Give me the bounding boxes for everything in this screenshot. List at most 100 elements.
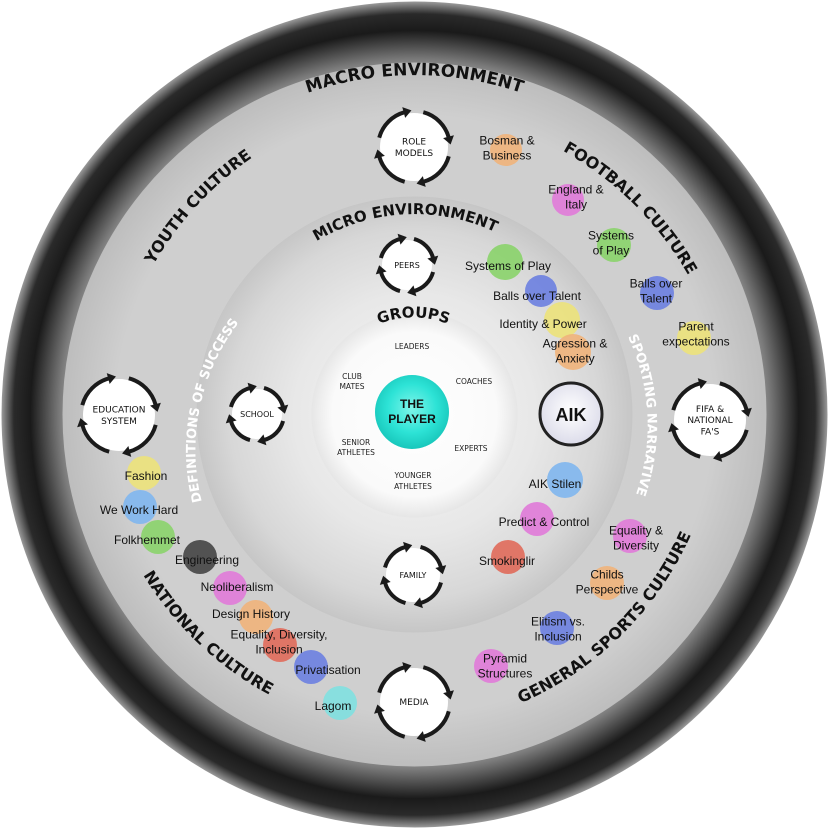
cycle-arrow-arc: [263, 420, 286, 443]
cycle-arrow-arc: [128, 376, 158, 406]
topic-bubble-label: Childs: [590, 568, 623, 582]
topic-bubble-circle: [613, 519, 647, 553]
cycle-arrow-arc: [377, 155, 406, 184]
cycle-arrow-arc: [422, 665, 451, 694]
aik-label: AIK: [556, 405, 587, 425]
cycle-arrow-arc: [378, 271, 401, 294]
role-models-label: ROLE: [402, 138, 426, 148]
cycle-arrow-arc: [419, 545, 443, 569]
topic-bubble-circle: [520, 502, 554, 536]
topic-bubble-label: Bosman &: [479, 134, 534, 148]
topic-bubble-label: Anxiety: [555, 352, 594, 366]
fifa-label: FIFA &: [696, 405, 724, 415]
topic-bubble-label: We Work Hard: [100, 503, 178, 517]
cycle-arrow-arc: [80, 376, 110, 406]
group-coaches-label: COACHES: [456, 377, 493, 386]
cycle-arrow-arc: [419, 581, 443, 605]
topic-bubble-circle: [141, 520, 175, 554]
cycle-arrow-head: [397, 233, 407, 245]
cycle-arrow-head: [402, 107, 412, 118]
cycle-arrow-arc: [383, 581, 407, 605]
aik-circle: [538, 381, 604, 447]
cycle-arrow-arc: [719, 381, 749, 411]
topic-bubble-label: Pyramid: [483, 652, 527, 666]
topic-bubble-label: Agression &: [543, 337, 608, 351]
topic-bubble-label: Inclusion: [255, 643, 302, 657]
fifa-label: NATIONAL: [687, 416, 732, 426]
cycle-arrow-head: [435, 565, 447, 575]
topic-bubble: Engineering: [175, 540, 239, 574]
topic-bubble-label: England &: [548, 183, 603, 197]
topic-bubble-circle: [294, 650, 328, 684]
topic-bubble-label: Balls over Talent: [493, 289, 581, 303]
cycle-arrow-arc: [422, 110, 451, 139]
topic-bubble-label: Structures: [478, 667, 533, 681]
topic-bubble-circle: [490, 134, 522, 166]
topic-bubble-label: Privatisation: [295, 663, 360, 677]
cycle-arrow-head: [374, 704, 385, 714]
cycle-arrow-head: [413, 597, 423, 609]
family-label: FAMILY: [400, 571, 427, 580]
topic-bubble-label: Parent: [678, 320, 714, 334]
topic-bubble-circle: [540, 611, 574, 645]
cycle-arrow-arc: [413, 271, 436, 294]
cycle-arrow-arc: [671, 429, 701, 459]
topic-bubble-label: Systems: [588, 229, 634, 243]
cycle-arrow-arc: [377, 665, 406, 694]
topic-bubble-circle: [555, 334, 591, 370]
topic-bubble-label: Perspective: [576, 583, 639, 597]
cycle-arrow-head: [106, 373, 116, 384]
cycle-arrow-arc: [422, 710, 451, 739]
topic-bubble-circle: [552, 184, 584, 216]
topic-bubble-label: Business: [483, 149, 532, 163]
cycle-arrow-head: [122, 446, 132, 457]
role-models-label: MODELS: [395, 149, 433, 159]
topic-bubble-circle: [544, 302, 580, 338]
cycle-arrow-head: [713, 451, 723, 462]
media-label: MEDIA: [399, 698, 429, 708]
cycle-arrow-head: [225, 414, 237, 424]
cycle-arrow-arc: [383, 545, 407, 569]
education-label: SYSTEM: [101, 417, 137, 427]
school-cycle: SCHOOL: [225, 382, 289, 446]
topic-bubble-circle: [213, 571, 247, 605]
topic-bubble: Neoliberalism: [201, 571, 274, 605]
cycle-arrow-arc: [378, 236, 401, 259]
topic-bubble-label: Smokinglir: [479, 554, 535, 568]
media-cycle: MEDIA: [374, 662, 454, 742]
topic-bubble-label: Italy: [565, 198, 587, 212]
topic-bubble-circle: [547, 462, 583, 498]
cycle-arrow-arc: [377, 710, 406, 739]
peers-label: PEERS: [394, 261, 420, 270]
group-leaders-label: LEADERS: [395, 342, 430, 351]
cycle-arrow-head: [407, 285, 417, 297]
topic-bubble-label: of Play: [593, 244, 630, 258]
topic-bubble-label: Equality &: [609, 524, 663, 538]
topic-bubble-circle: [597, 228, 631, 262]
school-label: SCHOOL: [240, 410, 274, 419]
topic-bubble-label: Equality, Diversity,: [231, 628, 328, 642]
topic-bubble-circle: [491, 540, 525, 574]
cycle-arrow-arc: [228, 385, 251, 408]
topic-bubble-circle: [127, 456, 161, 490]
cycle-arrow-head: [697, 378, 707, 389]
topic-bubble-label: Neoliberalism: [201, 580, 274, 594]
topic-bubble: England &Italy: [548, 183, 604, 216]
topic-bubble: Fashion: [125, 456, 167, 490]
topic-bubble-circle: [183, 540, 217, 574]
cycle-arrow-head: [379, 575, 391, 585]
topic-bubble: Systems of Play: [465, 244, 551, 280]
topic-bubble-circle: [590, 566, 624, 600]
topic-bubble: Smokinglir: [479, 540, 535, 574]
topic-bubble-circle: [123, 490, 157, 524]
topic-bubble-label: Diversity: [613, 539, 659, 553]
topic-bubble-label: Talent: [640, 292, 673, 306]
group-younger-athletes-label-2: ATHLETES: [394, 482, 432, 491]
